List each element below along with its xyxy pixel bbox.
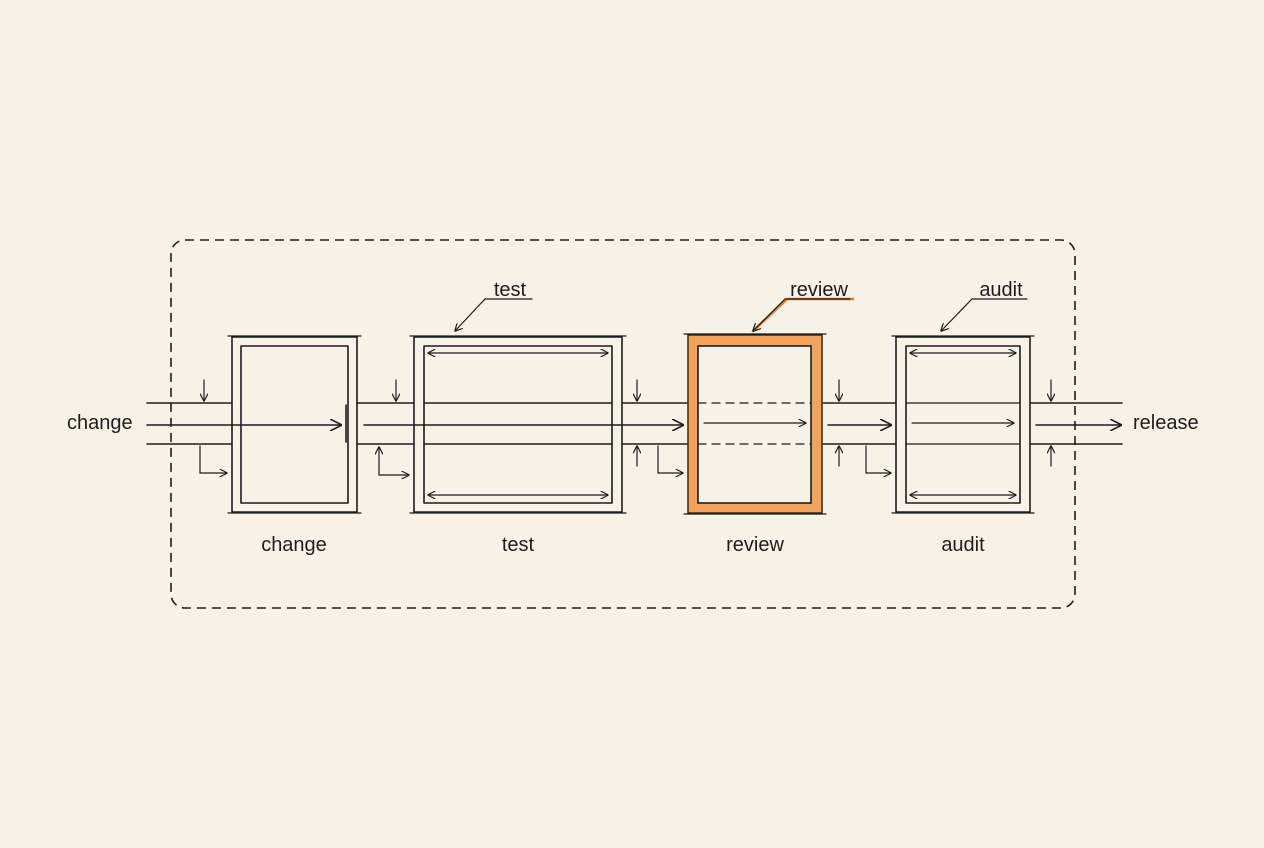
stage-audit: [891, 335, 1035, 514]
stage-review: [683, 333, 827, 515]
stage-test-label: test: [502, 534, 535, 556]
callout-test-label: test: [494, 279, 527, 301]
stage-change-label: change: [261, 534, 327, 556]
stage-review-label: review: [726, 534, 784, 556]
callout-review: [753, 297, 855, 331]
callout-audit: [941, 298, 1028, 331]
stage-audit-label: audit: [941, 534, 985, 556]
callout-review-label: review: [790, 279, 848, 301]
system-boundary: [170, 239, 1076, 609]
output-label: release: [1133, 412, 1199, 434]
callout-audit-label: audit: [979, 279, 1023, 301]
feed-arrows: [199, 379, 1051, 475]
callout-test: [455, 298, 533, 331]
input-label: change: [67, 412, 133, 434]
